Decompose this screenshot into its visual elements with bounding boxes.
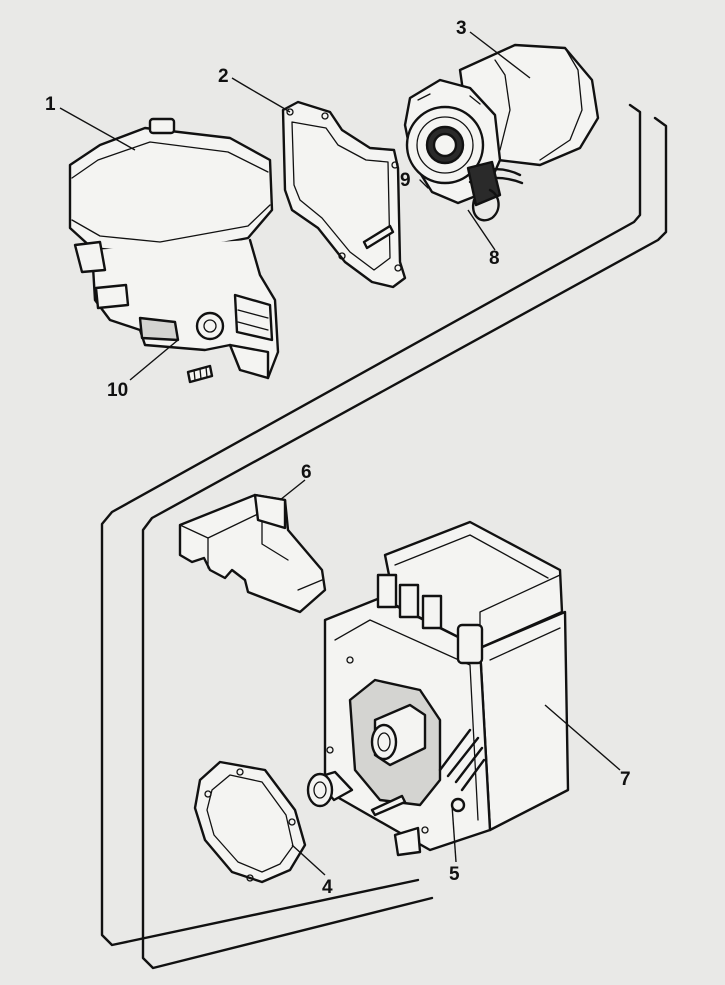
glow-plug-part (306, 770, 354, 808)
callout-leader-5 (451, 804, 457, 863)
callout-label-1: 1 (45, 94, 56, 115)
callout-leader-7 (544, 704, 621, 771)
mounting-bracket-part (178, 493, 327, 614)
callout-label-2: 2 (218, 66, 229, 87)
callout-label-8: 8 (489, 248, 500, 269)
main-heater-body-part (323, 520, 570, 857)
callout-label-9: 9 (400, 170, 411, 191)
callout-label-6: 6 (301, 462, 312, 483)
callout-label-7: 7 (620, 769, 631, 790)
control-housing-part (68, 117, 280, 384)
blower-motor-part (403, 43, 600, 222)
callout-label-3: 3 (456, 18, 467, 39)
connector-outline-inner (141, 116, 668, 970)
callout-label-10: 10 (107, 380, 128, 401)
callout-leader-10 (129, 339, 179, 381)
round-gasket-part (193, 760, 307, 884)
callout-leader-6 (279, 479, 306, 501)
callout-leader-2 (231, 77, 291, 113)
callout-leader-3 (469, 31, 531, 79)
callout-label-4: 4 (322, 877, 333, 898)
callout-label-5: 5 (449, 864, 460, 885)
callout-leader-8 (467, 209, 496, 251)
callout-leader-4 (291, 844, 326, 876)
connector-outline-outer (100, 103, 642, 947)
callout-leader-1 (59, 107, 136, 151)
gasket-plate-part (281, 100, 407, 289)
